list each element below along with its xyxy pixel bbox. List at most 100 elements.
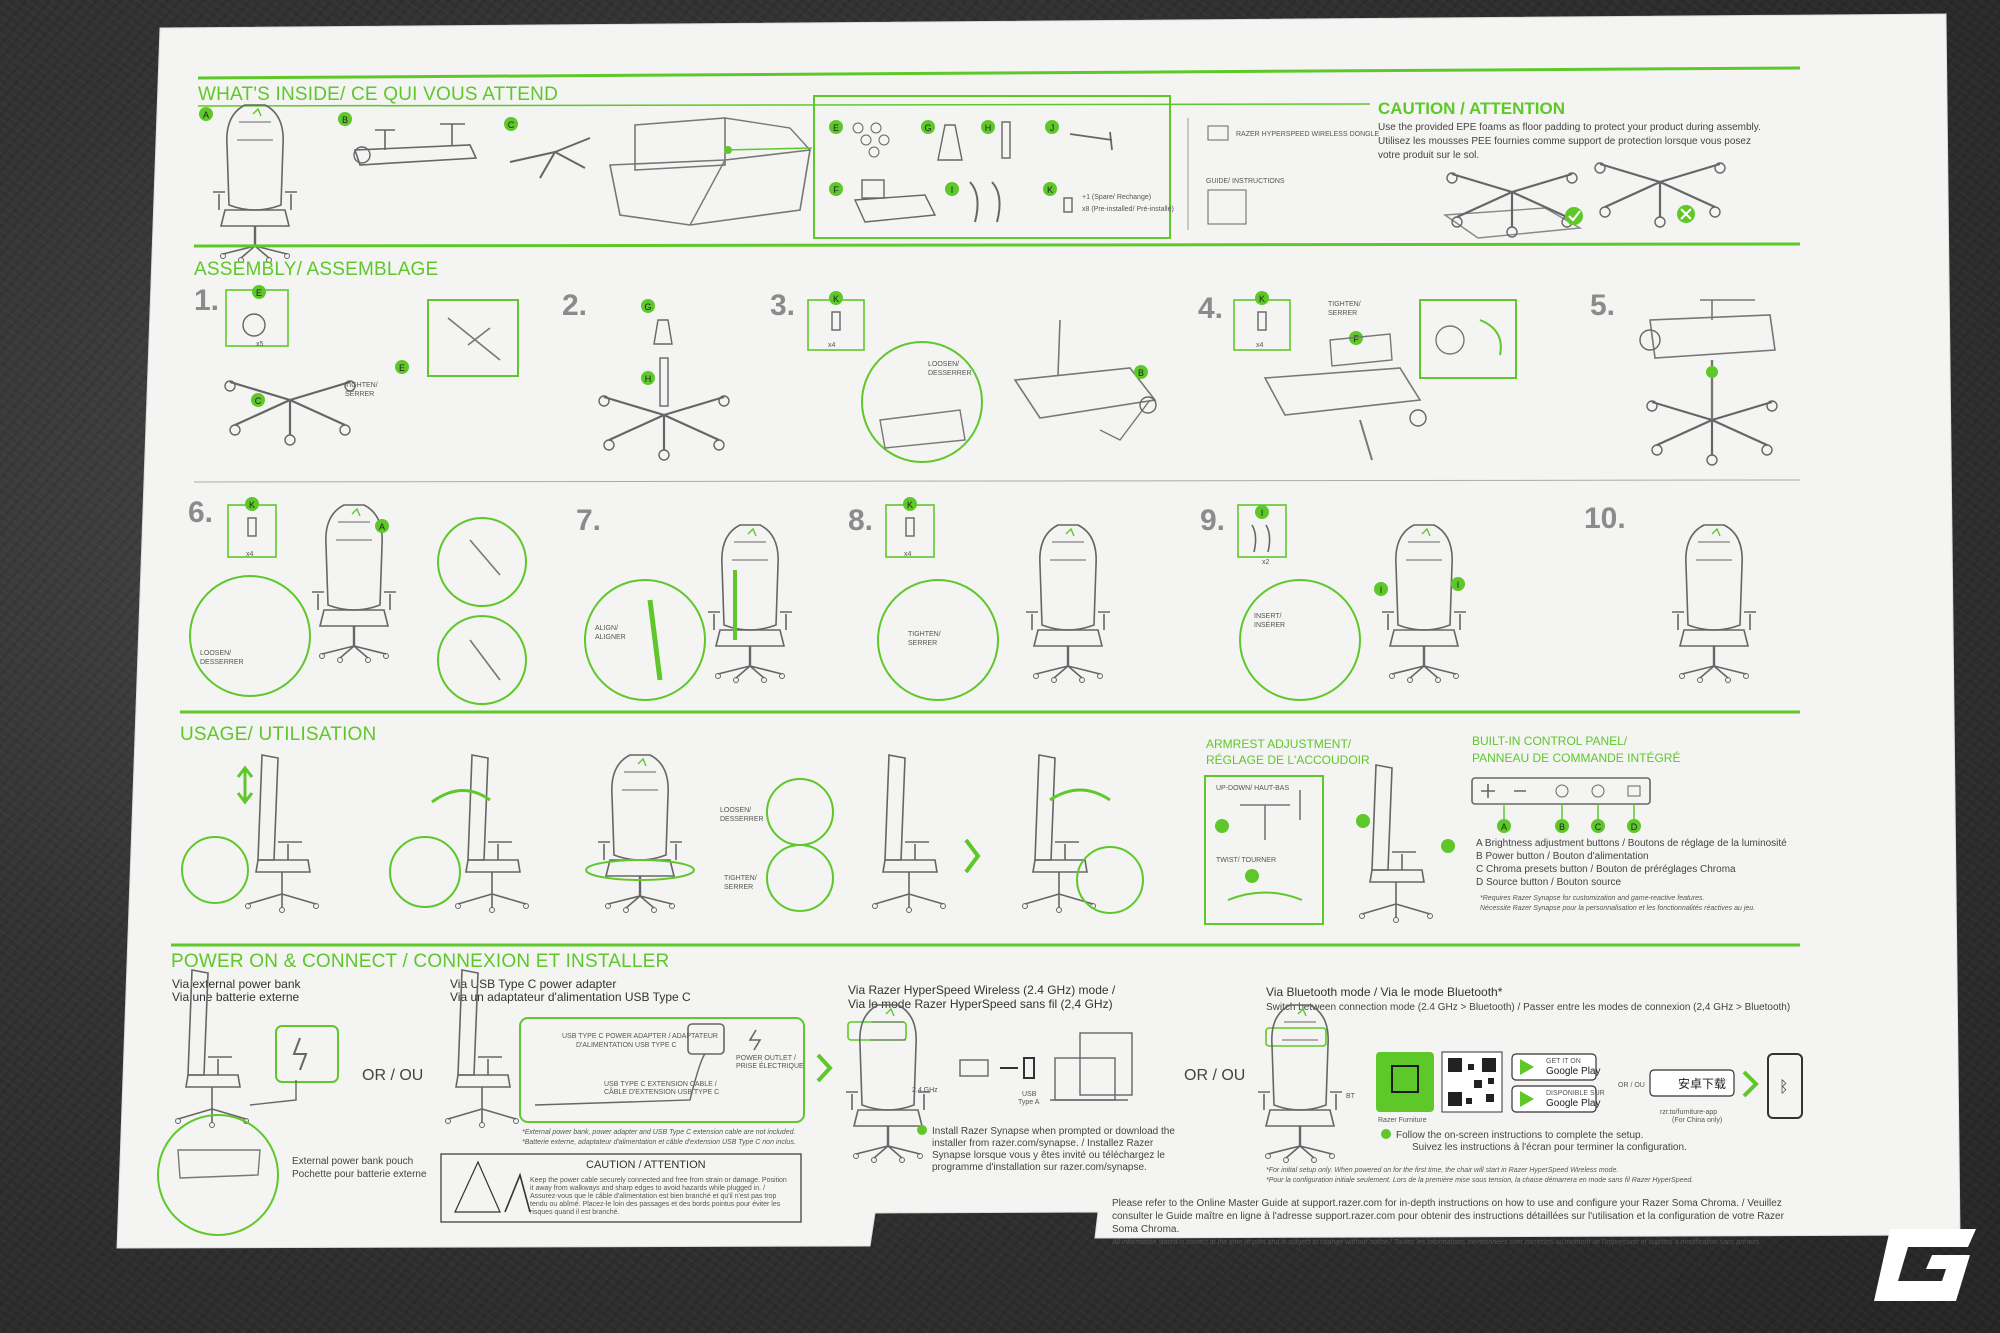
svg-text:CAUTION / ATTENTION: CAUTION / ATTENTION [586, 1159, 706, 1171]
svg-text:+1 (Spare/ Rechange): +1 (Spare/ Rechange) [1082, 194, 1151, 201]
svg-text:B Power button / Bouton d'ali: B Power button / Bouton d'alimentation [1476, 851, 1649, 862]
svg-text:TIGHTEN/: TIGHTEN/ [724, 875, 757, 882]
section-title-usage: USAGE/ UTILISATION [180, 724, 376, 745]
svg-text:2.4 GHz: 2.4 GHz [912, 1087, 938, 1094]
svg-text:INSÉRER: INSÉRER [1254, 620, 1285, 629]
svg-text:x4: x4 [828, 342, 836, 349]
svg-text:programme d'installation sur r: programme d'installation sur razer.com/s… [932, 1162, 1147, 1173]
svg-text:I: I [1457, 580, 1460, 590]
svg-text:Nécessite Razer Synapse pour l: Nécessite Razer Synapse pour la personna… [1480, 905, 1755, 912]
svg-text:Use the provided EPE foams as: Use the provided EPE foams as floor padd… [1378, 122, 1761, 133]
svg-text:x4: x4 [246, 551, 254, 558]
svg-text:SERRER: SERRER [345, 391, 374, 398]
svg-text:安卓下载: 安卓下载 [1678, 1076, 1726, 1091]
svg-text:DESSERRER: DESSERRER [928, 370, 972, 377]
svg-text:ALIGNER: ALIGNER [595, 634, 626, 641]
svg-text:C: C [255, 396, 262, 406]
svg-text:ᛒ: ᛒ [1779, 1079, 1789, 1096]
svg-text:PANNEAU DE COMMANDE INTÉGRÉ: PANNEAU DE COMMANDE INTÉGRÉ [1472, 750, 1680, 765]
svg-text:DISPONIBLE SUR: DISPONIBLE SUR [1546, 1090, 1605, 1097]
svg-text:DESSERRER: DESSERRER [720, 816, 764, 823]
svg-text:Via USB Type C power adapter: Via USB Type C power adapter [450, 977, 616, 991]
svg-text:Assurez-vous que le câble d'al: Assurez-vous que le câble d'alimentation… [530, 1193, 777, 1200]
svg-text:6.: 6. [188, 496, 213, 529]
svg-text:D'ALIMENTATION USB TYPE C: D'ALIMENTATION USB TYPE C [576, 1042, 677, 1049]
svg-text:B: B [1138, 368, 1144, 378]
svg-text:C: C [508, 120, 515, 130]
svg-text:Via Bluetooth mode / Via le mo: Via Bluetooth mode / Via le mode Bluetoo… [1266, 985, 1503, 999]
svg-text:Suivez les instructions à l'éc: Suivez les instructions à l'écran pour t… [1412, 1142, 1687, 1153]
svg-text:Via un adaptateur d'alimentati: Via un adaptateur d'alimentation USB Typ… [450, 990, 691, 1004]
svg-text:x4: x4 [1256, 342, 1264, 349]
svg-text:D: D [1631, 822, 1638, 832]
svg-text:*Pour la configuration initial: *Pour la configuration initiale seulemen… [1266, 1177, 1693, 1184]
svg-text:CAUTION / ATTENTION: CAUTION / ATTENTION [1378, 99, 1565, 118]
svg-text:installer from razer.com/synap: installer from razer.com/synapse. / Inst… [932, 1138, 1154, 1149]
section-title-assembly: ASSEMBLY/ ASSEMBLAGE [194, 259, 438, 280]
svg-text:DESSERRER: DESSERRER [200, 659, 244, 666]
svg-text:A: A [203, 110, 209, 120]
svg-text:7.: 7. [576, 504, 601, 537]
svg-text:OR / OU: OR / OU [362, 1067, 423, 1084]
svg-text:consulter le Guide maître en l: consulter le Guide maître en ligne à l'a… [1112, 1211, 1785, 1222]
svg-text:LOOSEN/: LOOSEN/ [200, 650, 231, 657]
svg-text:F: F [833, 185, 839, 195]
watermark-logo [1868, 1223, 1980, 1305]
svg-text:I: I [951, 185, 954, 195]
svg-text:(For China only): (For China only) [1672, 1117, 1722, 1124]
svg-text:PRISE ÉLECTRIQUE: PRISE ÉLECTRIQUE [736, 1061, 804, 1070]
svg-text:A Brightness adjustment butto: A Brightness adjustment buttons / Bouton… [1476, 838, 1787, 849]
svg-text:TIGHTEN/: TIGHTEN/ [1328, 301, 1361, 308]
svg-text:RÉGLAGE DE L'ACCOUDOIR: RÉGLAGE DE L'ACCOUDOIR [1206, 752, 1370, 767]
svg-text:USB: USB [1022, 1091, 1037, 1098]
svg-text:4.: 4. [1198, 292, 1223, 325]
svg-text:K: K [249, 500, 255, 510]
svg-text:J: J [1050, 123, 1055, 133]
svg-text:SERRER: SERRER [724, 884, 753, 891]
svg-text:*For initial setup only. When: *For initial setup only. When powered on… [1266, 1167, 1618, 1174]
svg-text:K: K [833, 294, 839, 304]
svg-text:Type A: Type A [1018, 1099, 1040, 1106]
svg-text:ALIGN/: ALIGN/ [595, 625, 618, 632]
svg-text:GUIDE/ INSTRUCTIONS: GUIDE/ INSTRUCTIONS [1206, 178, 1285, 185]
svg-text:H: H [645, 374, 652, 384]
svg-text:BT: BT [1346, 1093, 1356, 1100]
svg-text:3.: 3. [770, 289, 795, 322]
svg-text:*Batterie externe, adaptateur: *Batterie externe, adaptateur d'alimenta… [522, 1139, 796, 1146]
svg-text:CÂBLE D'EXTENSION USB TYPE C: CÂBLE D'EXTENSION USB TYPE C [604, 1087, 719, 1096]
svg-text:Switch between connection mode: Switch between connection mode (2.4 GHz … [1266, 1002, 1790, 1013]
svg-text:C: C [1595, 822, 1602, 832]
svg-text:1.: 1. [194, 284, 219, 317]
svg-text:*External power bank, power ad: *External power bank, power adapter and … [522, 1129, 795, 1136]
svg-text:x2: x2 [1262, 559, 1270, 566]
svg-text:B: B [342, 115, 348, 125]
section-title-power: POWER ON & CONNECT / CONNEXION ET INSTAL… [171, 951, 669, 972]
svg-text:K: K [907, 500, 913, 510]
svg-text:10.: 10. [1584, 502, 1626, 535]
svg-text:2.: 2. [562, 289, 587, 322]
svg-text:E: E [399, 363, 405, 373]
svg-text:Via Razer HyperSpeed Wireless: Via Razer HyperSpeed Wireless (2.4 GHz) … [848, 983, 1116, 997]
svg-text:RAZER HYPERSPEED WIRELESS DONG: RAZER HYPERSPEED WIRELESS DONGLE [1236, 131, 1379, 138]
svg-text:USB TYPE C POWER ADAPTER / ADA: USB TYPE C POWER ADAPTER / ADAPTATEUR [562, 1033, 718, 1040]
svg-text:G: G [924, 123, 931, 133]
svg-text:External power bank pouch: External power bank pouch [292, 1156, 413, 1167]
section-title-inside: WHAT'S INSIDE/ CE QUI VOUS ATTEND [198, 84, 558, 105]
svg-text:rzr.to/furniture-app: rzr.to/furniture-app [1660, 1109, 1717, 1116]
svg-text:SERRER: SERRER [1328, 310, 1357, 317]
svg-text:x5: x5 [256, 341, 264, 348]
svg-text:D Source button / Bouton sour: D Source button / Bouton source [1476, 877, 1622, 888]
svg-text:K: K [1259, 294, 1265, 304]
svg-text:I: I [1261, 508, 1264, 518]
svg-text:Soma Chroma.: Soma Chroma. [1112, 1224, 1179, 1235]
svg-text:Synapse lorsque vous y êtes in: Synapse lorsque vous y êtes invité ou té… [932, 1150, 1165, 1161]
svg-text:8.: 8. [848, 504, 873, 537]
svg-text:TIGHTEN/: TIGHTEN/ [345, 382, 378, 389]
svg-text:*Requires Razer Synapse for cu: *Requires Razer Synapse for customizatio… [1480, 895, 1705, 902]
svg-text:UP-DOWN/ HAUT-BAS: UP-DOWN/ HAUT-BAS [1216, 785, 1289, 792]
svg-text:A: A [379, 522, 385, 532]
svg-text:x8 (Pre-installed/ Pré-install: x8 (Pre-installed/ Pré-installé) [1082, 206, 1174, 213]
svg-text:votre produit sur le sol.: votre produit sur le sol. [1378, 150, 1479, 161]
svg-text:LOOSEN/: LOOSEN/ [928, 361, 959, 368]
